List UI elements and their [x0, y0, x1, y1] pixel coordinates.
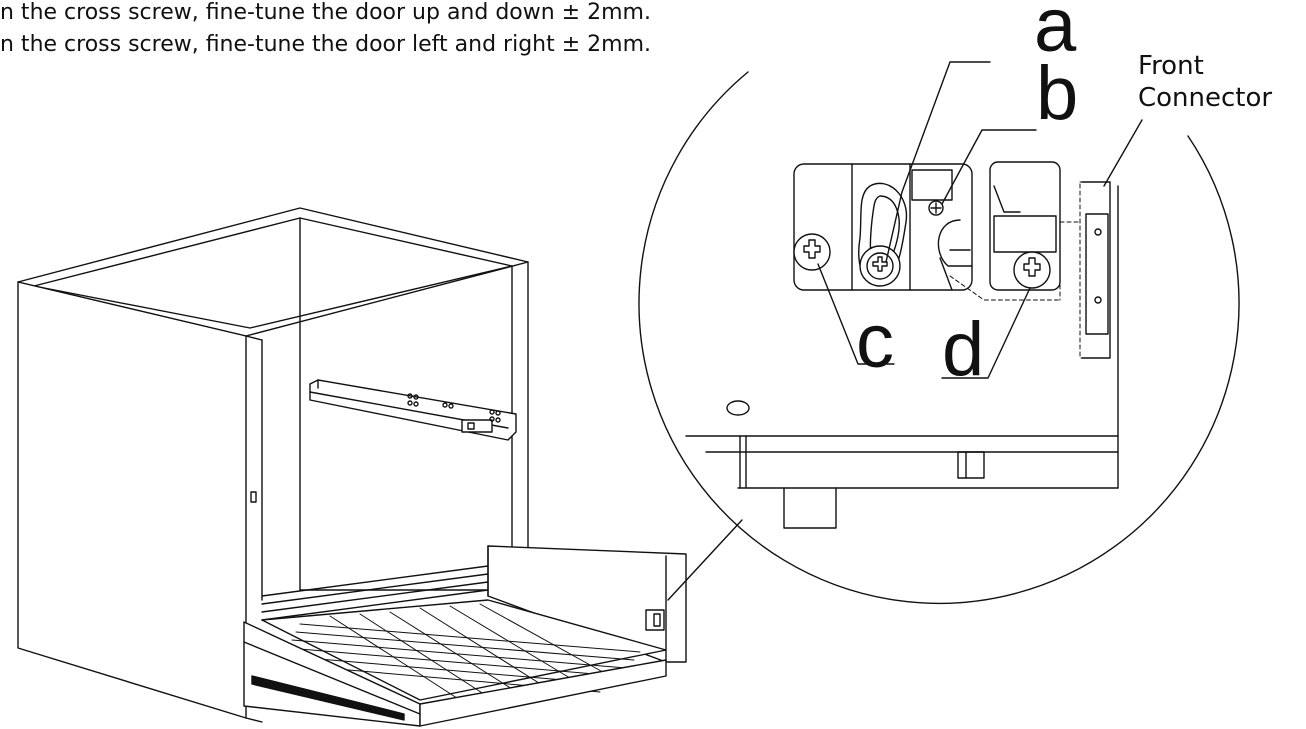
instruction-line-2: n the cross screw, fine-tune the door le… — [0, 32, 652, 57]
magnified-detail — [638, 61, 1240, 605]
callout-c: c — [856, 299, 894, 384]
callout-a: a — [1034, 0, 1077, 68]
instruction-line-1: n the cross screw, fine-tune the door up… — [0, 0, 651, 25]
callout-b: b — [1036, 51, 1079, 136]
drawer-basket — [243, 545, 687, 727]
cabinet — [17, 207, 529, 723]
front-connector-label: Front Connector — [1138, 50, 1272, 114]
magnifier-leader-line — [667, 519, 743, 601]
callout-d: d — [942, 307, 985, 392]
front-connector-label-line2: Connector — [1138, 83, 1273, 113]
front-connector-label-line1: Front — [1138, 51, 1204, 81]
drawer-runner — [309, 379, 517, 441]
